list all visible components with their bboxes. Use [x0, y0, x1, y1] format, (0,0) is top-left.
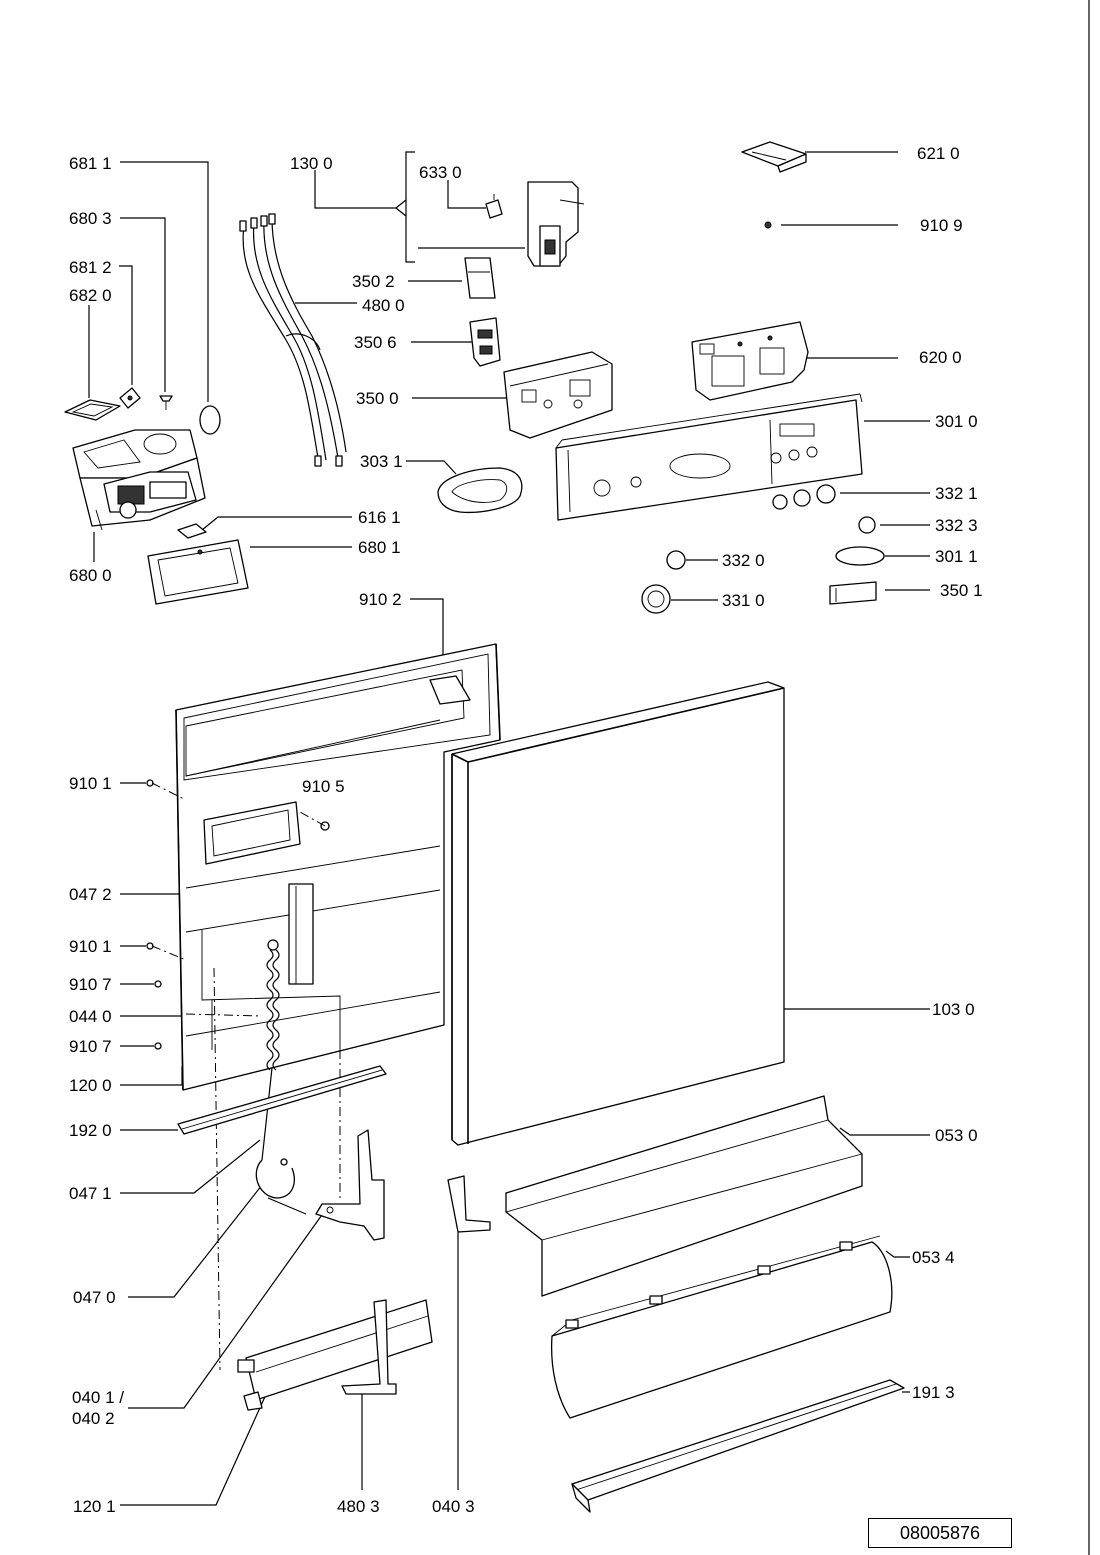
kickplate-part: [505, 1095, 863, 1297]
callout-044-0: 044 0: [69, 1007, 112, 1026]
knob-set-part: [772, 484, 836, 510]
spring-part: [261, 939, 280, 1161]
cover-part: [835, 546, 885, 566]
control-panel-part: [555, 393, 863, 521]
callout-047-2: 047 2: [69, 885, 112, 904]
wiring-harness-part: [239, 213, 347, 467]
toe-kick-cover-part: [550, 1235, 893, 1419]
module-part-350-2: [464, 257, 496, 299]
callout-480-3: 480 3: [337, 1497, 380, 1516]
callout-332-3: 332 3: [935, 516, 978, 535]
handle-part: [437, 467, 523, 514]
seal-ring-part: [199, 405, 221, 435]
callout-120-0: 120 0: [69, 1076, 112, 1095]
callout-130-0: 130 0: [290, 154, 333, 173]
top-module-part: [741, 141, 807, 173]
switch-part: [485, 194, 503, 219]
callout-047-0: 047 0: [73, 1288, 116, 1307]
dispenser-small-parts: [64, 387, 173, 421]
door-lock-part: [527, 181, 585, 267]
callout-350-1: 350 1: [940, 581, 983, 600]
outer-door-panel-part: [451, 681, 785, 1146]
callout-910-9: 910 9: [920, 216, 963, 235]
strip-part: [177, 1065, 387, 1135]
screw-part: [764, 221, 772, 229]
callout-labels: 681 1 130 0 633 0 621 0 680 3 910 9 681 …: [69, 144, 983, 1516]
callout-350-0: 350 0: [356, 389, 399, 408]
display-window-part: [829, 581, 877, 605]
hinge-bracket-part: [315, 1129, 385, 1241]
callout-681-1: 681 1: [69, 154, 112, 173]
callout-682-0: 682 0: [69, 286, 112, 305]
callout-040-2: 040 2: [72, 1409, 115, 1428]
button-part: [666, 550, 686, 570]
callout-332-0: 332 0: [722, 551, 765, 570]
callout-910-7-upper: 910 7: [69, 975, 112, 994]
callout-910-1-upper: 910 1: [69, 774, 112, 793]
electronic-board-part: [503, 351, 613, 439]
reference-code: 08005876: [868, 1518, 1012, 1548]
bracket-part: [691, 321, 809, 401]
callout-910-2: 910 2: [359, 590, 402, 609]
clip-part: [177, 523, 207, 539]
callout-680-1: 680 1: [358, 538, 401, 557]
frame-screws: [146, 779, 330, 1050]
detergent-dispenser-part: [72, 429, 206, 531]
callout-053-4: 053 4: [912, 1248, 955, 1267]
callout-910-5: 910 5: [302, 777, 345, 796]
small-bracket-part: [447, 1175, 491, 1233]
callout-616-1: 616 1: [358, 508, 401, 527]
callout-681-2: 681 2: [69, 258, 112, 277]
callout-331-0: 331 0: [722, 591, 765, 610]
callout-303-1: 303 1: [360, 452, 403, 471]
callout-350-2: 350 2: [352, 272, 395, 291]
callout-350-6: 350 6: [354, 333, 397, 352]
callout-301-0: 301 0: [935, 412, 978, 431]
callout-480-0: 480 0: [362, 296, 405, 315]
callout-910-1-lower: 910 1: [69, 937, 112, 956]
callout-192-0: 192 0: [69, 1121, 112, 1140]
hinge-hook-part: [255, 1158, 307, 1215]
knob-part: [858, 516, 876, 534]
callout-120-1: 120 1: [73, 1497, 116, 1516]
callout-047-1: 047 1: [69, 1184, 112, 1203]
callout-633-0: 633 0: [419, 163, 462, 182]
gasket-part: [147, 539, 249, 605]
callout-040-1: 040 1 /: [72, 1388, 124, 1407]
callout-621-0: 621 0: [917, 144, 960, 163]
l-bracket-part: [341, 1299, 397, 1395]
callout-301-1: 301 1: [935, 547, 978, 566]
alignment-lines: [151, 782, 341, 1371]
callout-332-1: 332 1: [935, 484, 978, 503]
callout-053-0: 053 0: [935, 1126, 978, 1145]
bottom-strip-part: [571, 1379, 905, 1513]
callout-040-3: 040 3: [432, 1497, 475, 1516]
lower-panel-part: [237, 1299, 433, 1411]
callout-680-3: 680 3: [69, 209, 112, 228]
callout-910-7-lower: 910 7: [69, 1037, 112, 1056]
callout-191-3: 191 3: [912, 1383, 955, 1402]
door-frame-part: [175, 643, 501, 1091]
callout-680-0: 680 0: [69, 566, 112, 585]
callout-103-0: 103 0: [932, 1000, 975, 1019]
callout-620-0: 620 0: [919, 348, 962, 367]
module-part-350-6: [469, 317, 501, 367]
selector-knob-part: [641, 584, 671, 614]
